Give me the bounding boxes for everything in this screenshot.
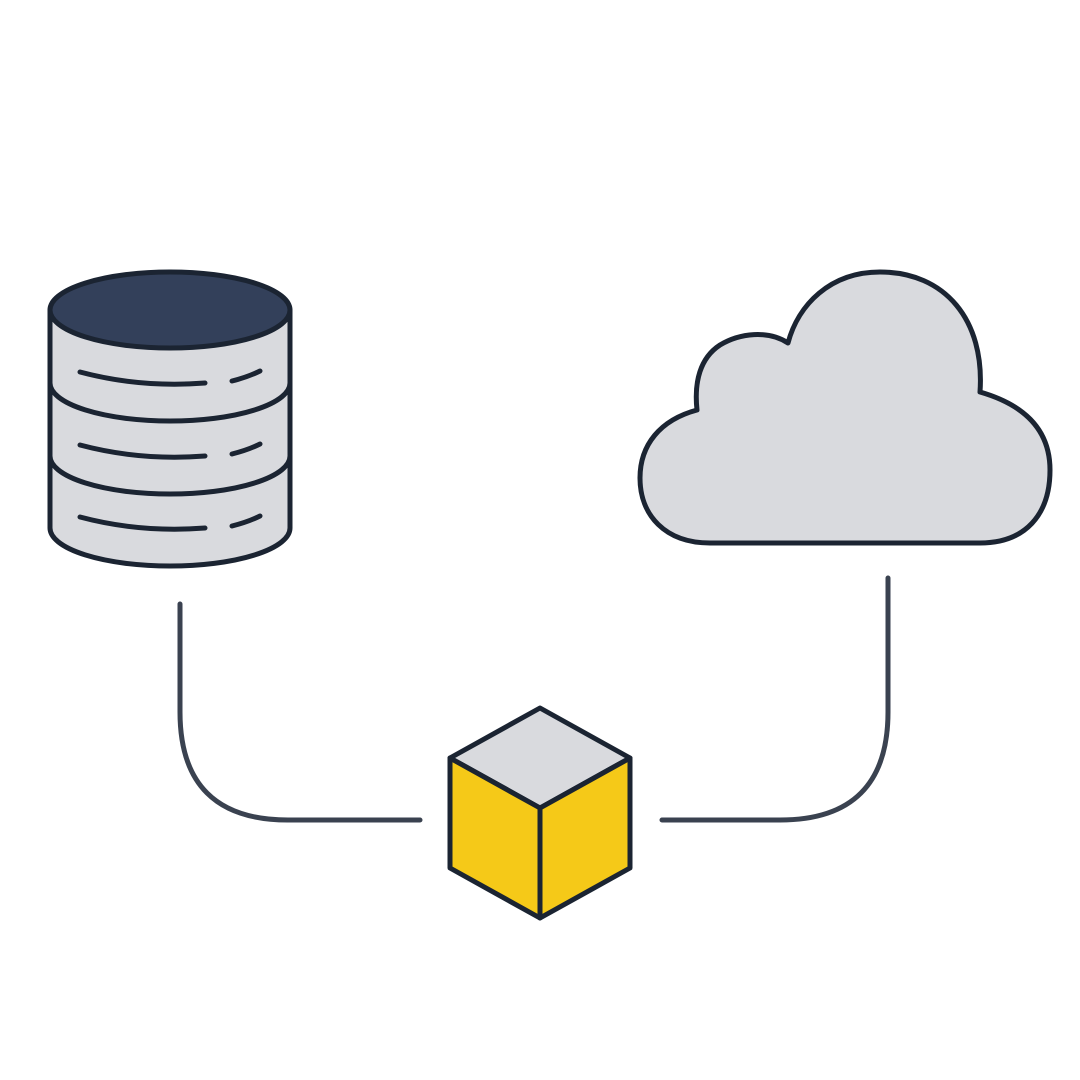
database-separator <box>47 382 293 424</box>
database-top <box>47 269 293 351</box>
database-line <box>229 441 263 457</box>
database-line <box>77 369 208 387</box>
database-line <box>229 513 263 529</box>
cloud-icon <box>637 269 1053 546</box>
database-line <box>229 368 263 384</box>
database-separator <box>47 455 293 497</box>
cube-right-face <box>537 755 633 921</box>
connector-database-to-package <box>177 601 423 823</box>
database-line <box>77 442 208 460</box>
database-icon <box>47 269 293 569</box>
database-body <box>47 307 293 569</box>
connector-cloud-to-package <box>659 575 891 823</box>
database-line <box>77 514 208 532</box>
cube-icon <box>447 705 633 921</box>
